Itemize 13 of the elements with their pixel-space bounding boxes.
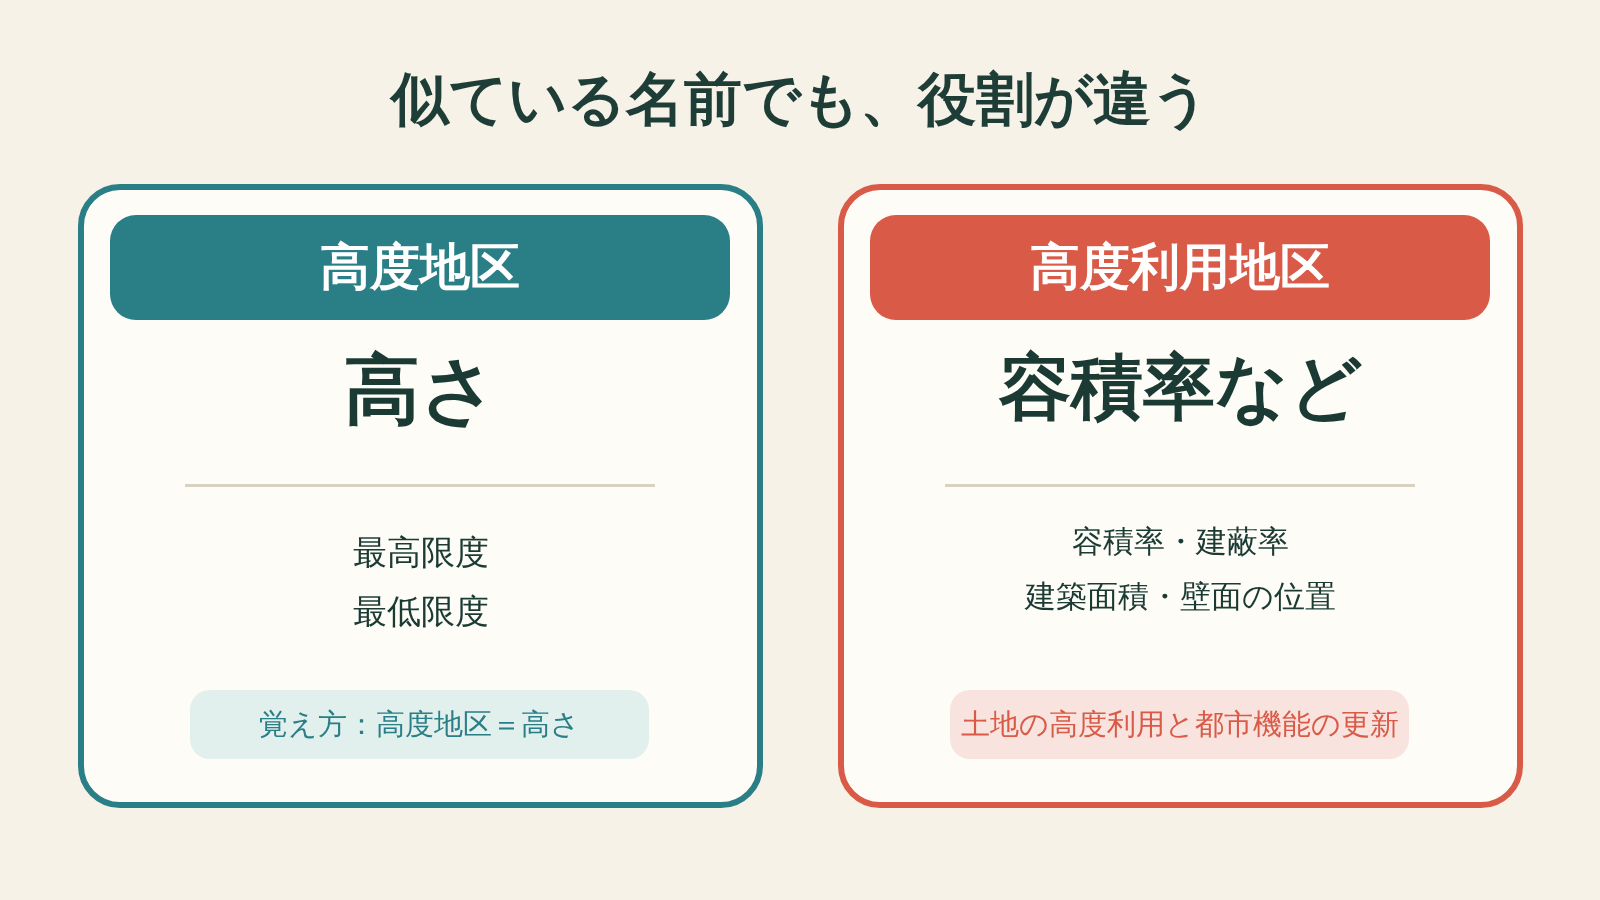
- list-item: 最高限度: [352, 532, 489, 573]
- key-term: 容積率など: [998, 346, 1363, 429]
- key-term: 高さ: [343, 346, 498, 434]
- card: [838, 184, 1523, 808]
- title: 似ている名前でも、役割が違う: [390, 65, 1210, 133]
- list-item: 容積率・建蔽率: [1072, 523, 1289, 561]
- list-item: 最低限度: [352, 591, 489, 632]
- header-band: 高度地区: [110, 215, 730, 320]
- header-band: 高度利用地区: [870, 215, 1490, 320]
- note-tag: 覚え方：高度地区＝高さ: [190, 690, 649, 759]
- list-item: 建築面積・壁面の位置: [1025, 578, 1336, 616]
- note-tag: 土地の高度利用と都市機能の更新: [950, 690, 1409, 759]
- card: [78, 184, 763, 808]
